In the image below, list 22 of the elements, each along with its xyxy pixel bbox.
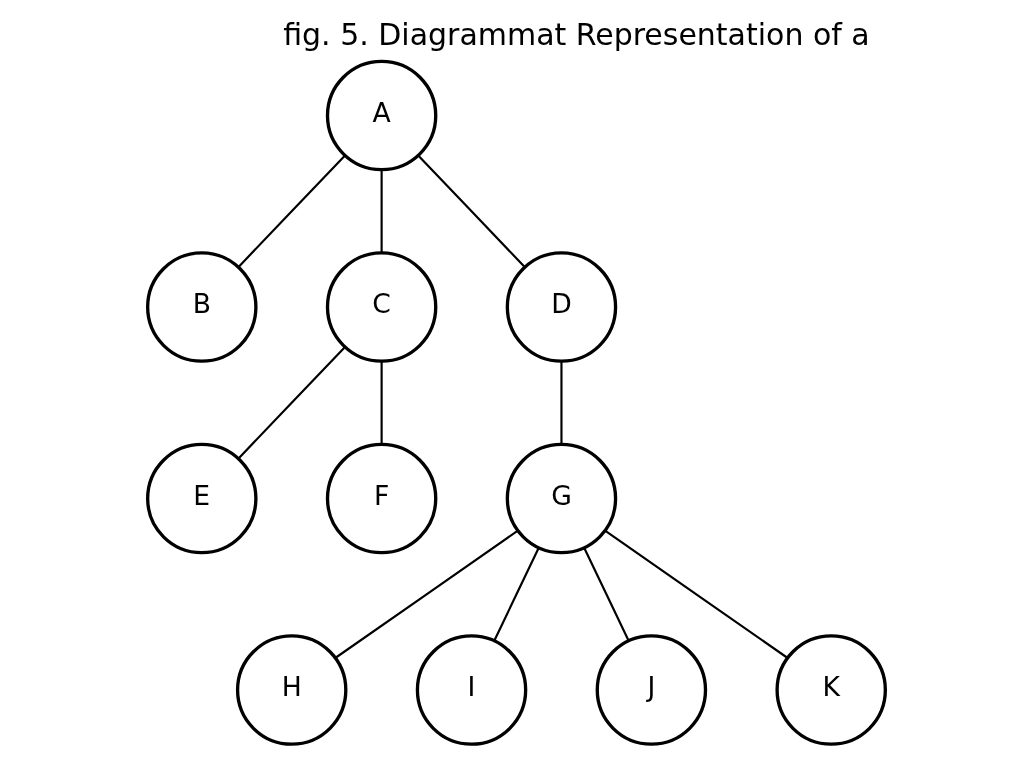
connector xyxy=(334,530,518,659)
connector xyxy=(237,346,346,460)
node-circle: C xyxy=(325,251,437,363)
connector xyxy=(604,530,788,659)
connector xyxy=(493,547,540,641)
connector xyxy=(582,547,629,641)
node-circle: J xyxy=(595,634,707,746)
connector xyxy=(417,155,525,268)
node-circle: I xyxy=(415,634,527,746)
node-circle: D xyxy=(505,251,617,363)
connector xyxy=(380,170,383,253)
node-circle: F xyxy=(325,442,437,555)
node-circle: B xyxy=(145,251,258,363)
node-circle: E xyxy=(145,442,258,555)
node-circle: G xyxy=(505,442,617,555)
node-circle: K xyxy=(774,634,887,746)
connector xyxy=(237,155,346,268)
node-circle: A xyxy=(325,59,437,172)
node-circle: H xyxy=(235,634,347,746)
connector xyxy=(380,361,383,445)
connector xyxy=(559,361,563,445)
diagram-title: fig. 5. Diagrammat Representation of a xyxy=(282,17,870,53)
